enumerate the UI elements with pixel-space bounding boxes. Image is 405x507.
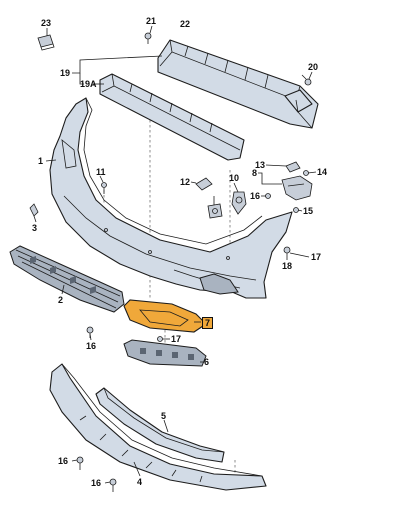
bracket-part-8 (281, 175, 313, 201)
spoiler-strip-part-5 (95, 387, 225, 463)
clip-part-13 (285, 161, 301, 173)
screw-part-11 (101, 182, 107, 194)
fog-trim-part-7 (123, 299, 207, 333)
callout-5: 5 (161, 411, 167, 421)
impact-bar-part-22 (157, 39, 319, 129)
callout-16-upper: 16 (250, 191, 261, 201)
screw-part-16-upper (265, 193, 271, 199)
screw-part-16-lower-a (76, 456, 84, 470)
callout-19a: 19A (80, 79, 97, 89)
callout-16-lower-b: 16 (91, 478, 102, 488)
bolt-part-20 (301, 74, 312, 86)
callout-16-middle: 16 (86, 341, 97, 351)
screw-part-17-middle (157, 336, 163, 342)
clip-part-23 (37, 34, 55, 51)
leader-lines (33, 25, 317, 484)
clip-part-3 (29, 203, 39, 217)
bracket-part-9 (207, 203, 223, 219)
callout-2: 2 (58, 295, 64, 305)
callout-17-middle: 17 (171, 334, 182, 344)
callout-21: 21 (146, 16, 157, 26)
callout-10: 10 (229, 173, 240, 183)
callout-6: 6 (204, 357, 210, 367)
callout-1: 1 (38, 156, 44, 166)
callout-20: 20 (308, 62, 319, 72)
screw-part-14 (303, 170, 309, 176)
absorber-part-19a (99, 73, 245, 161)
sensor-part-10 (231, 191, 247, 215)
cap-part-12 (195, 177, 213, 191)
grille-insert-part-6 (123, 339, 207, 367)
bumper-cover-part-1 (49, 97, 293, 299)
grille-part-2 (9, 245, 125, 313)
callout-23: 23 (41, 18, 52, 28)
screw-part-15 (293, 207, 299, 213)
callout-7-highlighted: 7 (202, 317, 214, 329)
callout-11: 11 (96, 167, 106, 177)
callout-12: 12 (180, 177, 191, 187)
callout-8: 8 (252, 168, 258, 178)
screw-part-21 (144, 32, 152, 44)
lower-lip-part-4 (49, 363, 267, 491)
callout-17-right: 17 (311, 252, 322, 262)
callout-4: 4 (137, 477, 143, 487)
callout-15: 15 (303, 206, 314, 216)
callout-16-lower-a: 16 (58, 456, 69, 466)
screw-part-16-lower-b (109, 478, 117, 492)
callout-22: 22 (180, 19, 191, 29)
callout-18: 18 (282, 261, 293, 271)
callout-13: 13 (255, 160, 266, 170)
screw-part-18 (283, 246, 291, 260)
callout-3: 3 (32, 223, 38, 233)
callout-14: 14 (317, 167, 328, 177)
callout-19: 19 (60, 68, 71, 78)
